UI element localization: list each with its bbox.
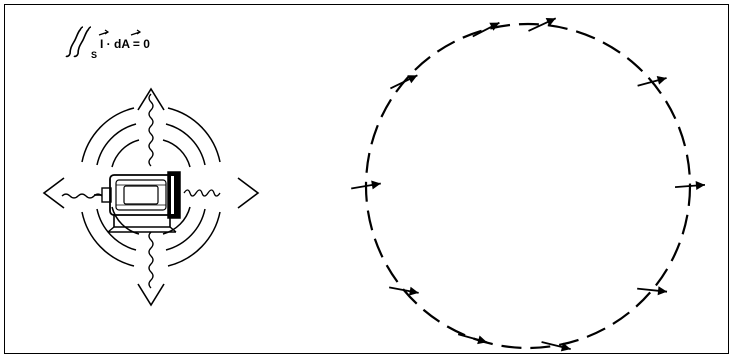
closed-surface [351,18,705,351]
electric-motor-icon [94,172,180,232]
flux-arrowhead-icon [409,287,419,296]
formula-subscript: S [91,50,97,60]
formula-body: I · dA = 0 [100,37,150,51]
arrow-right-icon [238,178,258,208]
arrow-up-icon [138,89,164,110]
flux-arrows [351,18,705,351]
dashed-surface-circle [366,24,690,348]
arrow-left-icon [44,178,64,208]
flux-arrowhead-icon [371,181,381,190]
flux-arrowhead-icon [696,181,705,190]
surface-integral-formula: S I · dA = 0 [66,27,150,60]
radiation-arcs [82,108,220,266]
flux-arrowhead-icon [657,76,667,85]
machine-emitter [44,89,258,305]
